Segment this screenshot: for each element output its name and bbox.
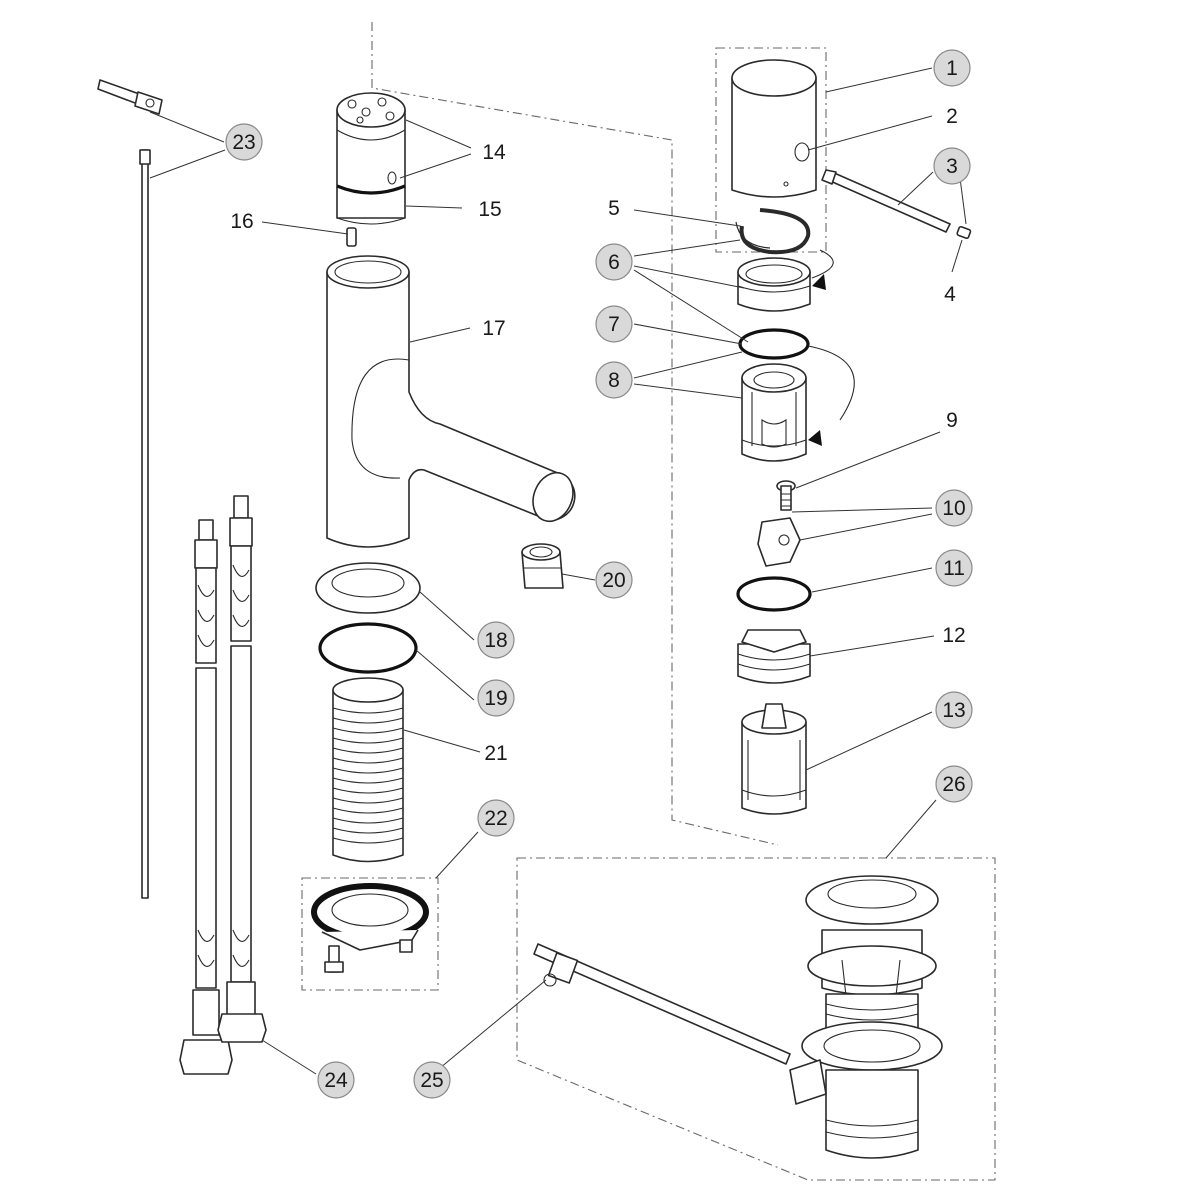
label-20: 20 <box>602 569 625 592</box>
label-15: 15 <box>478 198 501 221</box>
mounting-kit-box <box>301 877 439 991</box>
badge-23 <box>225 123 263 161</box>
pin-part <box>346 227 357 247</box>
label-23: 23 <box>232 131 255 154</box>
badge-26 <box>935 765 973 803</box>
part-number-labels: 1 2 3 4 5 6 7 8 9 10 11 12 13 14 15 16 1… <box>230 57 965 1092</box>
label-5: 5 <box>608 197 620 220</box>
set-screw-part <box>956 225 972 239</box>
label-1: 1 <box>946 57 958 80</box>
label-10: 10 <box>942 497 965 520</box>
mounting-kit-part <box>311 883 429 973</box>
badge-3 <box>933 147 971 185</box>
badge-8 <box>595 361 633 399</box>
badge-20 <box>595 561 633 599</box>
o-ring-upper-part <box>738 328 810 360</box>
badge-10 <box>935 489 973 527</box>
label-6: 6 <box>608 251 620 274</box>
badge-1 <box>933 49 971 87</box>
bonnet-nut-part <box>737 629 811 684</box>
badge-19 <box>477 679 515 717</box>
clamp-block-part <box>757 517 801 567</box>
ring-adapter-part <box>737 249 834 312</box>
leader-lines <box>149 67 967 1075</box>
label-16: 16 <box>230 210 253 233</box>
label-13: 13 <box>942 699 965 722</box>
split-ring-part <box>735 208 811 255</box>
handle-cap-part <box>731 59 817 198</box>
label-9: 9 <box>946 409 958 432</box>
screw-part <box>776 480 796 511</box>
badge-22 <box>477 799 515 837</box>
aerator-part <box>521 543 564 589</box>
label-14: 14 <box>482 141 506 164</box>
badge-13 <box>935 691 973 729</box>
label-21: 21 <box>484 742 507 765</box>
ceramic-cartridge-part <box>741 703 807 815</box>
drain-group-box <box>516 857 996 1181</box>
threaded-shank-part <box>332 677 404 863</box>
label-17: 17 <box>482 317 505 340</box>
label-18: 18 <box>484 629 507 652</box>
label-4: 4 <box>944 283 956 306</box>
label-2: 2 <box>946 105 958 128</box>
label-22: 22 <box>484 807 507 830</box>
label-12: 12 <box>942 624 965 647</box>
part-number-badges <box>225 49 973 1099</box>
badge-24 <box>317 1061 355 1099</box>
o-ring-lower-part <box>736 576 812 612</box>
pull-rod-part <box>97 79 163 899</box>
popup-drain-part <box>533 875 943 1159</box>
badge-11 <box>935 549 973 587</box>
o-ring-base-part <box>318 622 418 674</box>
label-11: 11 <box>943 557 965 580</box>
lever-head-part <box>336 92 406 225</box>
badge-18 <box>477 621 515 659</box>
assembly-boundary <box>371 22 779 846</box>
label-8: 8 <box>608 369 620 392</box>
label-26: 26 <box>942 773 965 796</box>
flexible-hoses-part <box>179 495 267 1075</box>
label-7: 7 <box>608 313 620 336</box>
badge-25 <box>413 1061 451 1099</box>
label-25: 25 <box>420 1069 443 1092</box>
label-24: 24 <box>324 1069 348 1092</box>
label-19: 19 <box>484 687 507 710</box>
badge-6 <box>595 243 633 281</box>
cartridge-sleeve-part <box>741 345 855 462</box>
spout-body-part <box>326 255 576 548</box>
badge-7 <box>595 305 633 343</box>
lever-rod-part <box>821 169 951 233</box>
label-3: 3 <box>946 155 958 178</box>
base-gasket-part <box>315 562 421 614</box>
